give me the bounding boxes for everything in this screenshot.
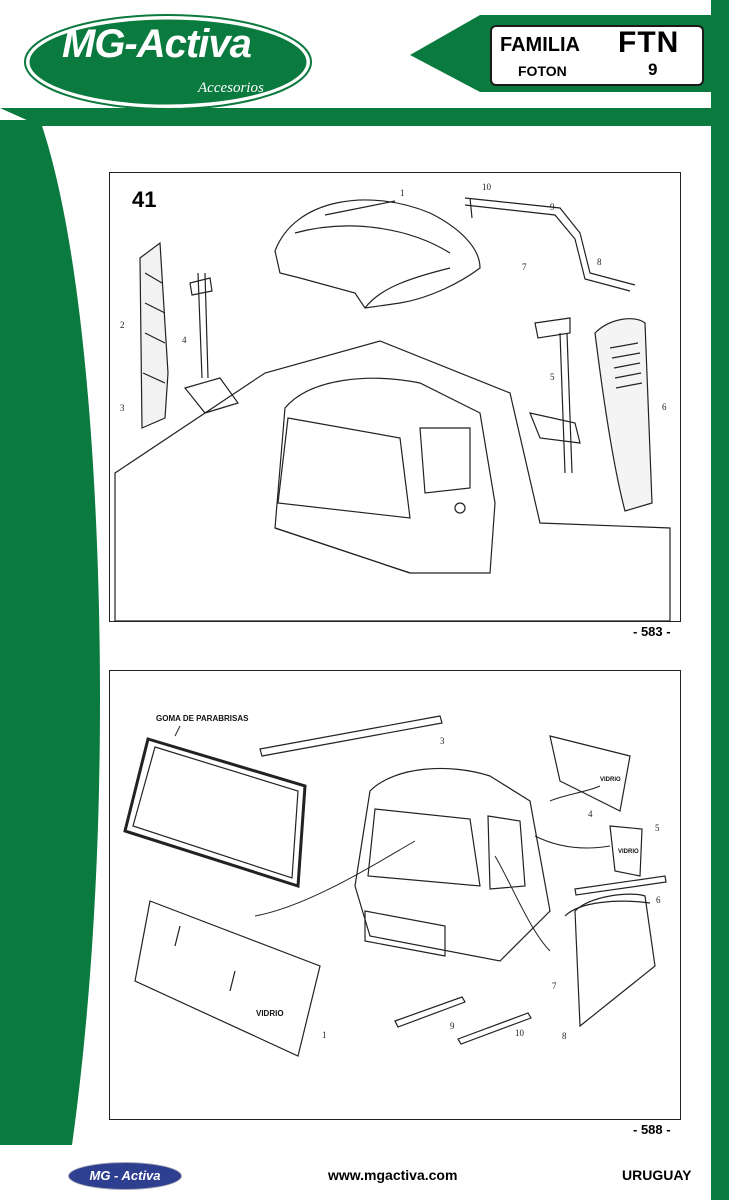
side-window-small — [609, 825, 643, 877]
bracket-right — [529, 317, 581, 474]
section-number: 41 — [132, 187, 157, 212]
strip-10 — [457, 1012, 532, 1045]
roof-cover-part — [274, 199, 481, 309]
footer-logo-text: MG - Activa — [89, 1168, 161, 1183]
svg-text:6: 6 — [662, 402, 667, 412]
page-number-bottom: - 588 - — [633, 1122, 671, 1137]
svg-text:9: 9 — [450, 1021, 455, 1031]
roof-rail-part — [464, 197, 636, 292]
a-pillar-panel-right — [594, 318, 653, 512]
roof-strip — [259, 715, 443, 757]
side-window-rear — [549, 735, 631, 812]
svg-text:3: 3 — [440, 736, 445, 746]
brand-subtitle: Accesorios — [198, 80, 264, 96]
label-vidrio-main: VIDRIO — [256, 1009, 284, 1018]
footer-logo: MG - Activa — [68, 1162, 182, 1190]
windows-glass-diagram: 1 3 4 5 6 7 8 9 10 — [123, 715, 667, 1057]
bracket-left — [183, 272, 239, 414]
svg-text:4: 4 — [182, 335, 187, 345]
cab-front-illustration — [354, 767, 551, 962]
left-green-curve — [0, 120, 100, 1145]
header-green-bar — [0, 108, 729, 126]
callouts-top: 1 2 3 4 5 6 7 8 9 10 — [120, 182, 667, 413]
svg-text:10: 10 — [515, 1028, 525, 1038]
svg-text:7: 7 — [522, 262, 527, 272]
label-vidrio-side: VIDRIO — [600, 777, 621, 783]
familia-number: 9 — [648, 60, 658, 79]
svg-text:10: 10 — [482, 182, 492, 192]
label-goma: GOMA DE PARABRISAS — [156, 714, 249, 723]
svg-text:1: 1 — [322, 1030, 327, 1040]
door-glass — [564, 893, 656, 1028]
footer-website: www.mgactiva.com — [328, 1167, 458, 1183]
strip-9 — [394, 996, 466, 1028]
exploded-cab-diagram: 1 2 3 4 5 6 7 8 9 10 — [114, 182, 671, 621]
footer-country: URUGUAY — [622, 1167, 692, 1183]
svg-text:6: 6 — [656, 895, 661, 905]
diagram-panel-top: 41 — [109, 172, 681, 622]
svg-text:4: 4 — [588, 809, 593, 819]
svg-text:5: 5 — [655, 823, 660, 833]
brand-logo-text: MG-Activa — [62, 22, 252, 66]
svg-text:5: 5 — [550, 372, 555, 382]
a-pillar-panel-left — [139, 241, 169, 429]
svg-text:8: 8 — [562, 1031, 567, 1041]
cab-outline-box — [114, 340, 671, 621]
make-label: FOTON — [518, 63, 567, 79]
svg-text:9: 9 — [550, 202, 555, 212]
familia-code: FTN — [618, 26, 680, 59]
svg-text:8: 8 — [597, 257, 602, 267]
label-vidrio-small: VIDRIO — [618, 849, 639, 855]
page-number-top: - 583 - — [633, 624, 671, 639]
cab-illustration — [274, 377, 496, 574]
familia-label: FAMILIA — [500, 34, 580, 56]
windshield-glass — [134, 900, 321, 1057]
right-green-band — [711, 0, 729, 1200]
svg-text:1: 1 — [400, 188, 405, 198]
logo-ellipse-outline — [24, 14, 312, 110]
diagram-panel-bottom: 1 3 4 5 6 7 8 9 10 GOMA DE PARABRISAS VI… — [109, 670, 681, 1120]
windshield-seal — [123, 737, 307, 889]
door-strip — [574, 875, 667, 896]
callouts-bottom: 1 3 4 5 6 7 8 9 10 — [322, 736, 661, 1041]
svg-text:3: 3 — [120, 403, 125, 413]
pointer-lines — [174, 725, 611, 952]
svg-text:7: 7 — [552, 981, 557, 991]
familia-box: FAMILIA FTN FOTON 9 — [490, 25, 704, 86]
logo-ellipse — [26, 16, 310, 108]
svg-text:2: 2 — [120, 320, 125, 330]
